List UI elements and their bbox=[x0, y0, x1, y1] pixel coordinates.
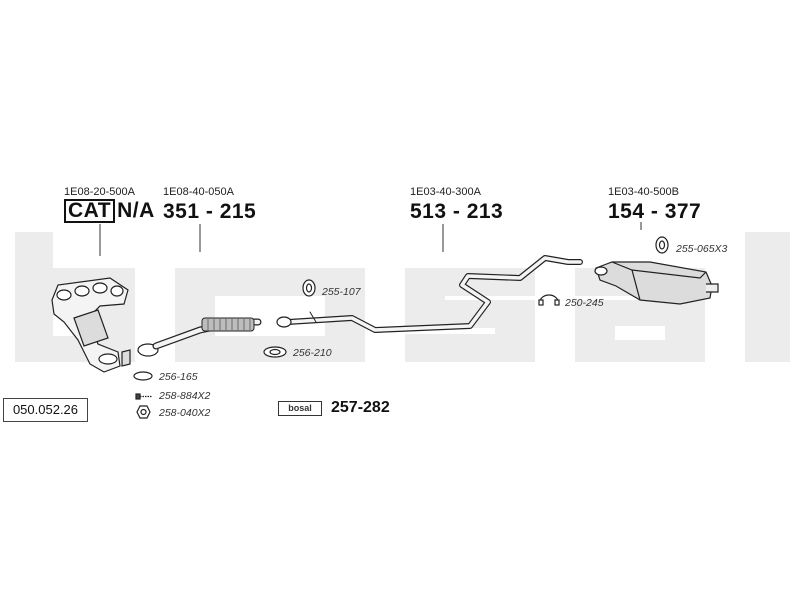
part-label-258-040: 258-040X2 bbox=[159, 407, 211, 419]
rubber-hanger-255-065-icon bbox=[655, 236, 669, 254]
part-label-250-245: 250-245 bbox=[565, 297, 604, 309]
rear-silencer-part bbox=[594, 261, 719, 305]
part-label-255-065: 255-065X3 bbox=[676, 243, 728, 255]
catalog-number: 050.052.26 bbox=[3, 398, 88, 422]
badge-part-number: 257-282 bbox=[331, 399, 390, 416]
front-pipe-part bbox=[137, 317, 262, 357]
part-label-255-107: 255-107 bbox=[322, 286, 361, 298]
part-label-256-210: 256-210 bbox=[293, 347, 332, 359]
part-label-256-165: 256-165 bbox=[159, 371, 198, 383]
cat-label: CAT bbox=[64, 199, 116, 223]
section-ref-3: 1E03-40-300A bbox=[410, 186, 481, 198]
bosal-badge-icon: bosal bbox=[278, 401, 322, 416]
bolt-258-884-icon bbox=[135, 393, 152, 400]
clamp-250-245-icon bbox=[538, 294, 560, 306]
gasket-256-165-icon bbox=[133, 371, 153, 381]
cat-part-number: N/A bbox=[117, 199, 155, 222]
rubber-hanger-255-107-icon bbox=[302, 279, 316, 297]
catalytic-converter-part bbox=[51, 277, 131, 373]
nut-258-040-icon bbox=[136, 405, 151, 419]
section-part-3: 513 - 213 bbox=[410, 200, 504, 223]
section-ref-2: 1E08-40-050A bbox=[163, 186, 234, 198]
leader-lines bbox=[99, 222, 642, 256]
section-ref-4: 1E03-40-500B bbox=[608, 186, 679, 198]
section-part-2: 351 - 215 bbox=[163, 200, 257, 223]
section-ref-1: 1E08-20-500A bbox=[64, 186, 135, 198]
gasket-256-210-icon bbox=[263, 346, 287, 358]
part-label-258-884: 258-884X2 bbox=[159, 390, 211, 402]
section-part-4: 154 - 377 bbox=[608, 200, 702, 223]
middle-pipe-part bbox=[276, 255, 583, 333]
